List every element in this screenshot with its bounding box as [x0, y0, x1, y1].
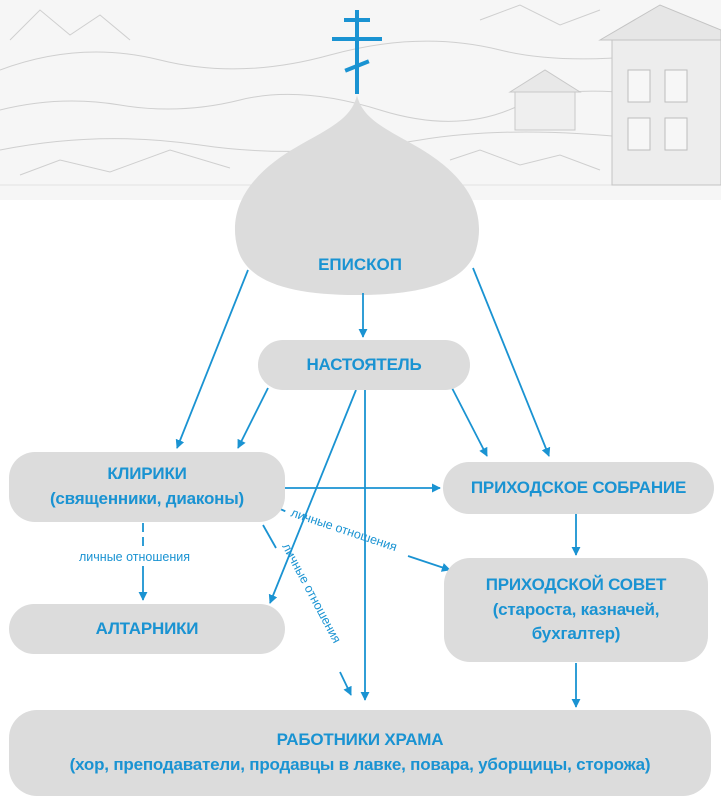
parish-assembly-label: ПРИХОДСКОЕ СОБРАНИЕ	[470, 477, 687, 497]
temple-workers-title: РАБОТНИКИ ХРАМА	[276, 730, 444, 750]
clergy-title: КЛИРИКИ	[107, 464, 187, 484]
orthodox-cross-icon	[332, 10, 382, 94]
altar-servers-label: АЛТАРНИКИ	[95, 618, 199, 638]
clergy-subtitle: (священники, диаконы)	[49, 489, 245, 508]
arrow-rector-clergy	[237, 387, 269, 449]
node-temple-workers: РАБОТНИКИ ХРАМА (хор, преподаватели, про…	[9, 710, 711, 796]
node-rector: НАСТОЯТЕЛЬ	[258, 340, 470, 390]
parish-council-sub2: бухгалтер)	[531, 624, 621, 644]
arrow-rector-altar	[268, 389, 357, 604]
relation-label-clergy-altar: личные отношения	[76, 550, 193, 564]
arrow-bishop-assembly	[472, 267, 551, 457]
arrow-rector-assembly	[451, 387, 488, 457]
arrow-clergy-workers-tip	[339, 671, 352, 696]
node-clergy: КЛИРИКИ (священники, диаконы)	[9, 452, 285, 522]
temple-workers-subtitle: (хор, преподаватели, продавцы в лавке, п…	[69, 755, 651, 774]
arrow-bishop-clergy	[175, 269, 249, 449]
onion-dome-icon	[234, 95, 480, 295]
rector-label: НАСТОЯТЕЛЬ	[306, 354, 422, 374]
relation-label-clergy-workers: личные отношения	[279, 541, 343, 646]
parish-council-sub1: (староста, казначей,	[492, 599, 660, 619]
arrow-clergy-council-tip	[407, 555, 451, 572]
arrow-clergy-workers	[262, 524, 277, 549]
bishop-label: ЕПИСКОП	[318, 255, 402, 274]
parish-council-title: ПРИХОДСКОЙ СОВЕТ	[485, 575, 667, 595]
node-altar-servers: АЛТАРНИКИ	[9, 604, 285, 654]
relation-label-clergy-council: личные отношения	[289, 506, 399, 554]
node-parish-assembly: ПРИХОДСКОЕ СОБРАНИЕ	[443, 462, 714, 514]
node-parish-council: ПРИХОДСКОЙ СОВЕТ (староста, казначей, бу…	[444, 558, 708, 662]
node-bishop: ЕПИСКОП	[300, 255, 420, 275]
